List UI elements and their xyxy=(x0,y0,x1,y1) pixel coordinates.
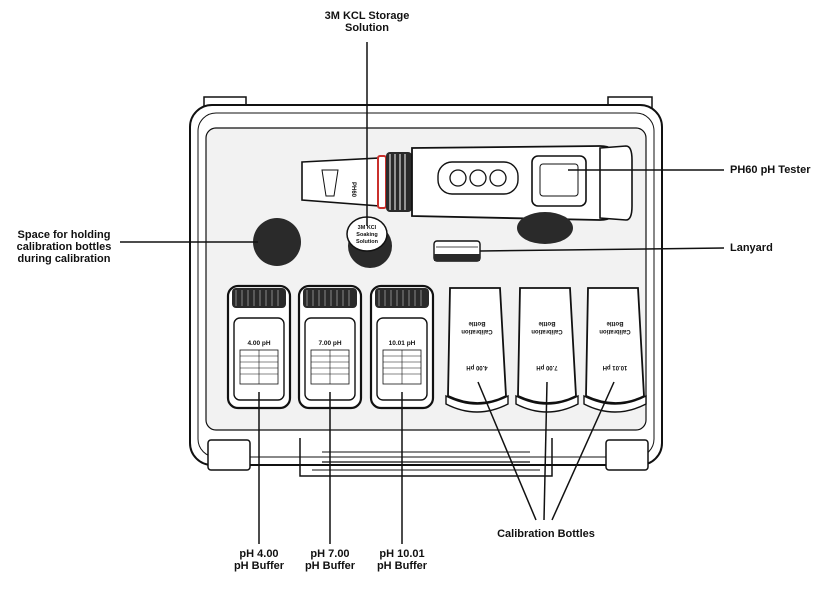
buffer-4-label: 4.00 pH xyxy=(247,340,270,347)
callout-tester-label: PH60 pH Tester xyxy=(730,164,811,176)
cal-10-line-1: Calibration xyxy=(599,328,631,334)
buffer-bottle-4: 4.00 pH xyxy=(226,284,292,410)
callout-buffer-10-line-2: pH Buffer xyxy=(376,560,428,572)
buffer-7-label: 7.00 pH xyxy=(318,340,341,347)
callout-calibration-bottles: Calibration Bottles xyxy=(484,528,608,540)
calibration-bottle-4: Calibration Bottle 4.00 pH xyxy=(445,287,509,413)
case-hinge xyxy=(299,438,553,477)
case-handle-right xyxy=(607,96,653,108)
cal-7-line-3: 7.00 pH xyxy=(536,364,557,370)
ph60-tester: PH60 xyxy=(301,145,633,221)
tester-shadow xyxy=(517,212,573,244)
callout-holding-line-3: during calibration xyxy=(17,253,111,265)
cal-7-line-1: Calibration xyxy=(531,328,563,334)
tester-end-cap xyxy=(599,145,633,221)
tester-grip xyxy=(386,152,412,212)
tester-display-window xyxy=(539,163,579,197)
leader-cal-1 xyxy=(477,381,537,521)
callout-storage-line-2: Solution xyxy=(345,22,389,34)
tester-button-1 xyxy=(449,169,467,187)
tester-red-ring xyxy=(377,155,387,209)
tester-cap-text: PH60 xyxy=(350,182,356,198)
case-handle-left xyxy=(203,96,247,108)
holding-space-well xyxy=(253,218,301,266)
callout-holding-line-2: calibration bottles xyxy=(16,241,112,253)
callout-buffer-4-line-2: pH Buffer xyxy=(233,560,285,572)
lanyard-coil xyxy=(433,240,481,262)
buffer-bottle-10: 10.01 pH xyxy=(369,284,435,410)
callout-holding-space: Space for holding calibration bottles du… xyxy=(4,229,124,265)
leader-cal-3 xyxy=(551,381,615,521)
callout-storage-solution: 3M KCL Storage Solution xyxy=(307,10,427,34)
callout-lanyard: Lanyard xyxy=(730,242,810,254)
case-inner-rim xyxy=(197,112,655,458)
cal-10-line-3: 10.01 pH xyxy=(603,364,628,370)
cal-4-line-3: 4.00 pH xyxy=(466,364,487,370)
leader-cal-2 xyxy=(543,381,548,521)
callout-buffer-10-line-1: pH 10.01 xyxy=(379,548,425,560)
calibration-bottle-7: Calibration Bottle 7.00 pH xyxy=(515,287,579,413)
latch-left xyxy=(207,439,251,471)
tester-button-3 xyxy=(489,169,507,187)
cal-4-line-1: Calibration xyxy=(461,328,493,334)
cal-7-line-2: Bottle xyxy=(538,320,556,326)
calibration-bottle-10: Calibration Bottle 10.01 pH xyxy=(583,287,647,413)
kcl-storage-bottle: 3M KCl Soaking Solution xyxy=(346,216,392,268)
kcl-cap-line-3: Solution xyxy=(356,239,379,245)
callout-buffer-7: pH 7.00 pH Buffer xyxy=(290,548,370,572)
latch-right xyxy=(605,439,649,471)
cal-4-line-2: Bottle xyxy=(468,320,486,326)
callout-lanyard-label: Lanyard xyxy=(730,242,773,254)
kcl-cap-line-1: 3M KCl xyxy=(358,225,377,231)
kcl-cap-line-2: Soaking xyxy=(356,232,377,238)
callout-buffer-10: pH 10.01 pH Buffer xyxy=(362,548,442,572)
callout-storage-line-1: 3M KCL Storage xyxy=(324,10,410,22)
leader-lanyard xyxy=(479,247,725,252)
tester-cap xyxy=(301,157,381,207)
buffer-10-label: 10.01 pH xyxy=(389,340,416,347)
tester-cap-notch xyxy=(321,169,339,197)
callout-calibration-label: Calibration Bottles xyxy=(497,528,595,540)
callout-tester: PH60 pH Tester xyxy=(730,164,830,176)
buffer-bottle-7: 7.00 pH xyxy=(297,284,363,410)
tester-button-2 xyxy=(469,169,487,187)
callout-buffer-4: pH 4.00 pH Buffer xyxy=(219,548,299,572)
cal-10-line-2: Bottle xyxy=(606,320,624,326)
callout-buffer-7-line-2: pH Buffer xyxy=(304,560,356,572)
callout-buffer-4-line-1: pH 4.00 xyxy=(239,548,279,560)
callout-holding-line-1: Space for holding xyxy=(17,229,111,241)
callout-buffer-7-line-1: pH 7.00 xyxy=(310,548,350,560)
